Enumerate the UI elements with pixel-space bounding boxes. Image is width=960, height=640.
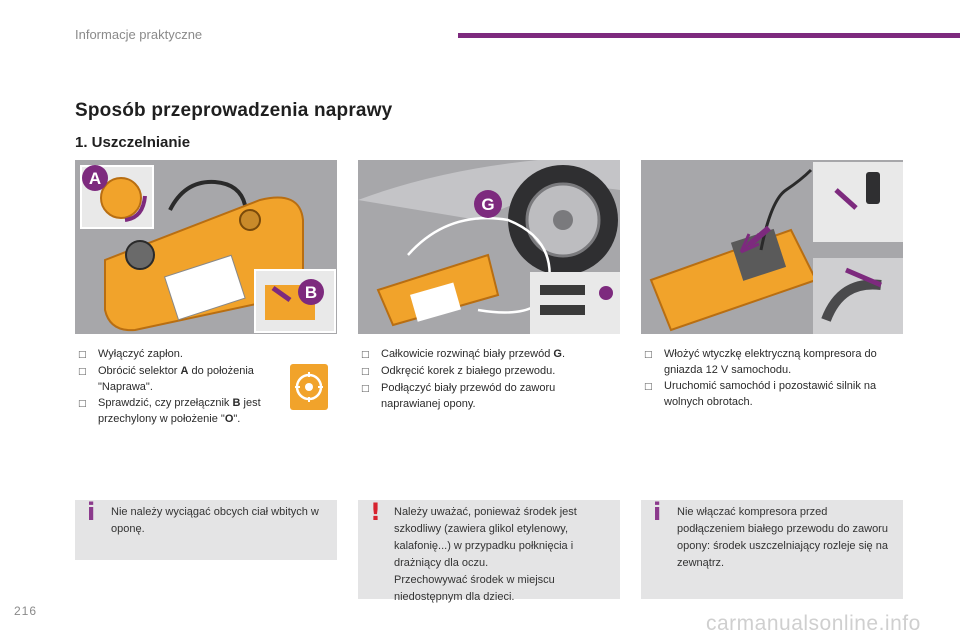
step-text: Odkręcić korek z białego przewodu. xyxy=(381,365,556,377)
step-text: Podłączyć biały przewód do zaworu napraw… xyxy=(381,382,556,410)
step-item: □ Całkowicie rozwinąć biały przewód G. xyxy=(361,346,611,363)
checkbox-bullet-icon: □ xyxy=(78,350,87,360)
steps-column-2: □ Całkowicie rozwinąć biały przewód G. □… xyxy=(361,346,611,412)
checkbox-bullet-icon: □ xyxy=(361,350,370,360)
header-rule xyxy=(458,33,960,38)
page-number: 216 xyxy=(14,604,38,618)
note-text: Należy uważać, ponieważ środek jest szko… xyxy=(394,506,577,603)
checkbox-bullet-icon: □ xyxy=(78,399,87,409)
step-item: □ Podłączyć biały przewód do zaworu napr… xyxy=(361,380,611,412)
step-item: □ Odkręcić korek z białego przewodu. xyxy=(361,363,611,380)
compressor-kit-illustration: A B xyxy=(75,160,337,334)
checkbox-bullet-icon: □ xyxy=(361,367,370,377)
step-text: Obrócić selektor A do położenia "Naprawa… xyxy=(98,365,254,393)
info-icon: i xyxy=(87,498,96,526)
callout-b: B xyxy=(305,283,317,302)
checkbox-bullet-icon: □ xyxy=(644,382,653,392)
running-header: Informacje praktyczne xyxy=(75,27,203,42)
step-text: Uruchomić samochód i pozostawić silnik n… xyxy=(664,380,877,408)
step-item: □ Włożyć wtyczkę elektryczną kompresora … xyxy=(644,346,902,378)
note-text: Nie włączać kompresora przed podłączenie… xyxy=(677,506,888,569)
step-text: Włożyć wtyczkę elektryczną kompresora do… xyxy=(664,348,877,376)
section-title: 1. Uszczelnianie xyxy=(75,134,191,151)
info-note-foreign-objects: i Nie należy wyciągać obcych ciał wbityc… xyxy=(75,500,337,560)
callout-a: A xyxy=(89,169,101,188)
figure-compressor-selector: A B xyxy=(75,160,337,334)
note-text: Nie należy wyciągać obcych ciał wbitych … xyxy=(111,506,319,535)
info-note-compressor: i Nie włączać kompresora przed podłączen… xyxy=(641,500,903,599)
step-text: Wyłączyć zapłon. xyxy=(98,348,183,360)
checkbox-bullet-icon: □ xyxy=(78,367,87,377)
figure-plug-12v-socket xyxy=(641,160,903,334)
step-text: Całkowicie rozwinąć biały przewód G. xyxy=(381,348,566,360)
power-plug-illustration xyxy=(641,160,903,334)
repair-selector-icon xyxy=(290,364,328,410)
page-title: Sposób przeprowadzenia naprawy xyxy=(75,100,393,121)
steps-column-1: □ Wyłączyć zapłon. □ Obrócić selektor A … xyxy=(78,346,278,427)
step-text: Sprawdzić, czy przełącznik B jest przech… xyxy=(98,397,261,425)
figure-hose-to-valve: G xyxy=(358,160,620,334)
wheel-and-hose-illustration: G xyxy=(358,160,620,334)
step-item: □ Wyłączyć zapłon. xyxy=(78,346,278,363)
warning-icon: ! xyxy=(370,498,381,526)
warning-note-harmful: ! Należy uważać, ponieważ środek jest sz… xyxy=(358,498,620,603)
steps-column-3: □ Włożyć wtyczkę elektryczną kompresora … xyxy=(644,346,902,410)
step-item: □ Obrócić selektor A do położenia "Napra… xyxy=(78,363,278,395)
step-item: □ Sprawdzić, czy przełącznik B jest prze… xyxy=(78,395,278,427)
step-item: □ Uruchomić samochód i pozostawić silnik… xyxy=(644,378,902,410)
checkbox-bullet-icon: □ xyxy=(644,350,653,360)
watermark: carmanualsonline.info xyxy=(706,612,921,635)
callout-g: G xyxy=(481,195,494,214)
info-icon: i xyxy=(653,498,662,526)
checkbox-bullet-icon: □ xyxy=(361,384,370,394)
